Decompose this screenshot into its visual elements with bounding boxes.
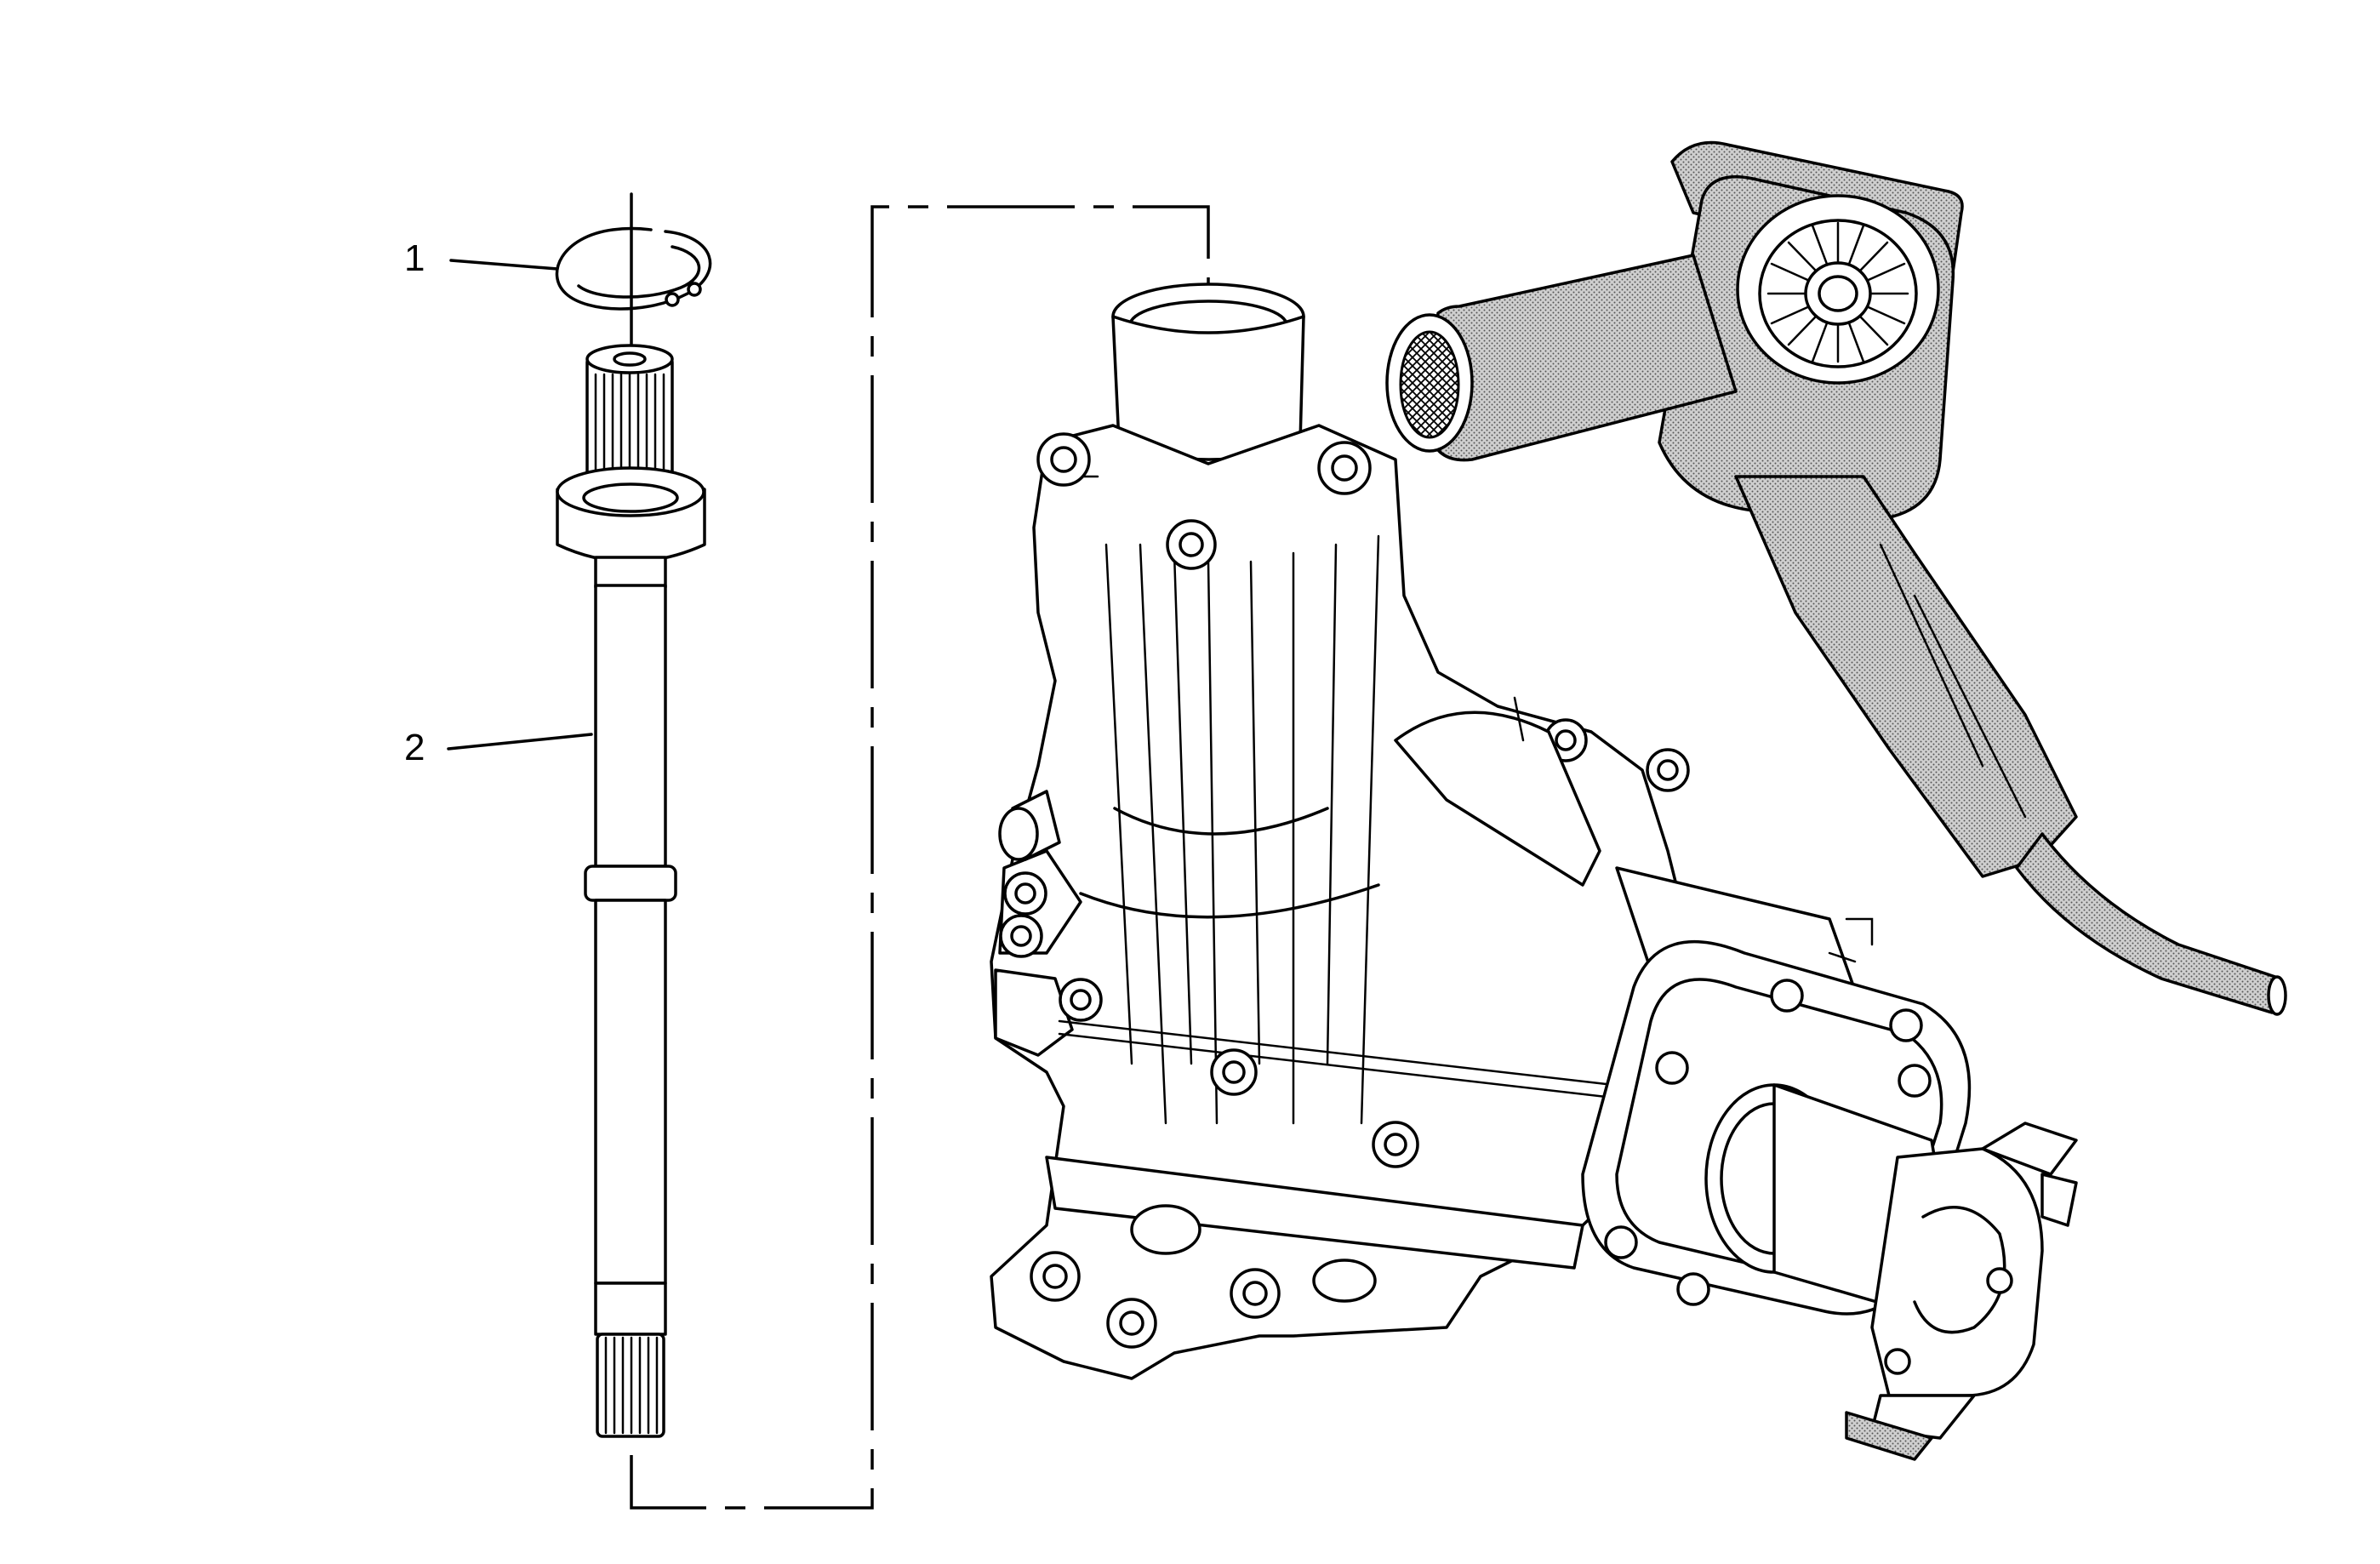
output-shaft (556, 344, 706, 1438)
callout-2-leader (447, 733, 593, 751)
heat-gun (1385, 140, 2287, 1016)
callout-2-label: 2 (404, 727, 425, 768)
callout-1-label: 1 (404, 237, 425, 279)
assembly-alignment-line (630, 205, 1210, 1510)
transfer-case-housing (990, 283, 2078, 1461)
snap-ring (555, 226, 712, 311)
callout-1-leader (449, 259, 559, 271)
